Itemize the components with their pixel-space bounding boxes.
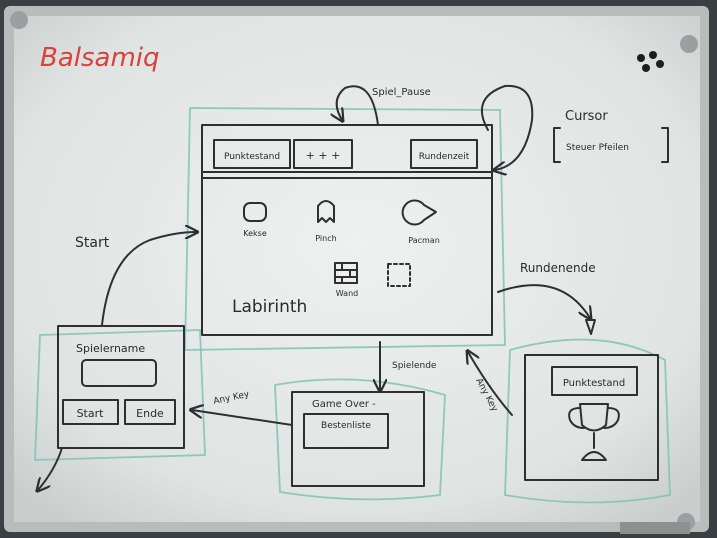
marker-tray bbox=[620, 522, 690, 534]
game-over-label: Game Over - bbox=[312, 399, 376, 410]
cookie-label: Kekse bbox=[243, 229, 267, 238]
round-screen: Punktestand bbox=[504, 338, 671, 504]
start-button-label: Start bbox=[77, 407, 105, 420]
round-time-label: Rundenzeit bbox=[419, 152, 470, 162]
magnets bbox=[637, 51, 664, 72]
main-screen: Punktestand + + + Rundenzeit Kekse Pinch… bbox=[184, 107, 506, 351]
end-button-label: Ende bbox=[136, 407, 164, 420]
funnel-icon bbox=[585, 319, 596, 335]
player-name-label: Spielername bbox=[76, 342, 145, 355]
score-label: Punktestand bbox=[224, 152, 280, 162]
highscore-label: Bestenliste bbox=[321, 421, 371, 431]
pacman-label: Pacman bbox=[408, 236, 440, 245]
ghost-label: Pinch bbox=[315, 234, 336, 243]
score-box bbox=[213, 139, 291, 169]
start-button[interactable] bbox=[62, 399, 119, 425]
any-key-left-arrow bbox=[192, 410, 293, 426]
player-name-input[interactable] bbox=[81, 359, 157, 387]
wall-icon bbox=[334, 262, 358, 284]
lives-label: + + + bbox=[306, 149, 341, 162]
round-end-arrow bbox=[497, 284, 590, 318]
start-arrow-label: Start bbox=[75, 235, 110, 251]
any-key-right-arrow bbox=[468, 352, 513, 416]
start-screen: Spielername Start Ende bbox=[34, 325, 206, 461]
labyrinth-label: Labirinth bbox=[232, 297, 307, 317]
pause-loop-arrow bbox=[337, 85, 379, 126]
round-score-box bbox=[551, 366, 638, 396]
board-title: Balsamiq bbox=[40, 43, 160, 73]
main-screen-frame bbox=[201, 124, 493, 336]
lives-box bbox=[293, 139, 353, 169]
round-screen-frame bbox=[524, 354, 659, 481]
highscore-list bbox=[303, 413, 389, 449]
pause-label: Spiel_Pause bbox=[372, 87, 431, 98]
empty-tile-icon bbox=[387, 263, 411, 287]
frame-corner bbox=[10, 11, 28, 29]
ghost-icon bbox=[317, 200, 335, 223]
end-button[interactable] bbox=[124, 399, 176, 425]
exit-arrow bbox=[38, 447, 63, 490]
cursor-loop-arrow bbox=[480, 84, 534, 170]
cursor-brackets bbox=[553, 127, 669, 163]
frame-corner bbox=[680, 35, 698, 53]
round-time-box bbox=[410, 139, 478, 169]
cookie-icon bbox=[243, 202, 267, 222]
game-end-label: Spielende bbox=[392, 361, 437, 371]
pacman-icon bbox=[401, 199, 437, 226]
game-over-screen: Game Over - Bestenliste bbox=[274, 378, 446, 501]
round-end-label: Rundenende bbox=[520, 261, 596, 275]
game-over-frame bbox=[291, 391, 425, 487]
cursor-sublabel: Steuer Pfeilen bbox=[566, 143, 629, 153]
trophy-icon bbox=[568, 403, 620, 461]
start-arrow bbox=[101, 232, 196, 326]
round-score-label: Punktestand bbox=[563, 378, 625, 389]
cursor-label: Cursor bbox=[565, 109, 608, 124]
start-screen-frame bbox=[57, 325, 185, 449]
wall-label: Wand bbox=[336, 289, 358, 298]
